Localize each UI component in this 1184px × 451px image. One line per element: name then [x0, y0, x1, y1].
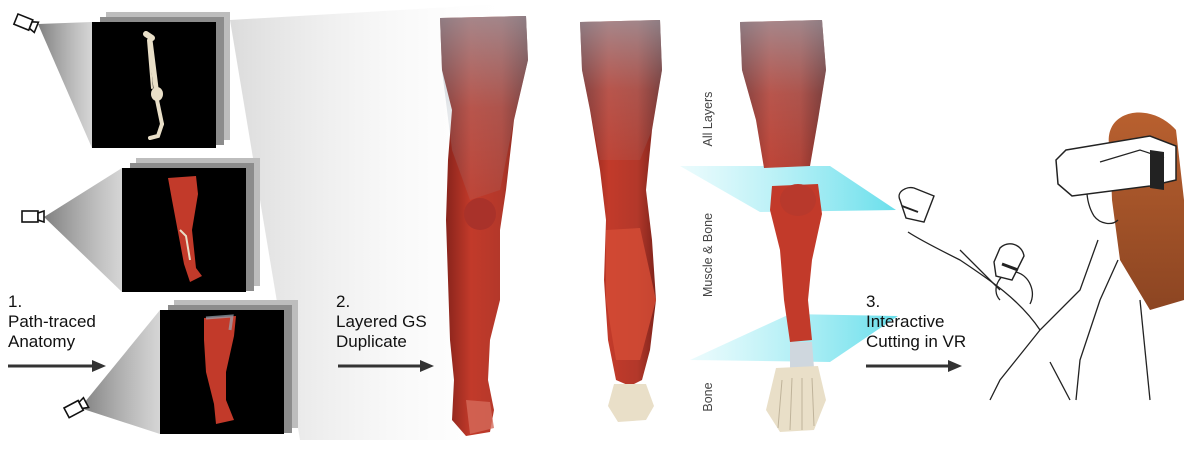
step-2-line2: Duplicate	[336, 332, 427, 352]
arrow-right-icon	[866, 360, 962, 372]
vr-controller-icon	[994, 244, 1024, 280]
image-stack-1	[92, 12, 230, 148]
layer-label-muscle-bone: Muscle & Bone	[701, 213, 715, 297]
step-2-line1: Layered GS	[336, 312, 427, 332]
vr-headset-icon	[1056, 136, 1176, 196]
image-stack-2	[122, 158, 260, 292]
step-3-label: 3. Interactive Cutting in VR	[866, 292, 966, 352]
camera-frustum-1	[38, 22, 92, 148]
step-1-number: 1.	[8, 292, 96, 312]
camera-icon	[64, 398, 89, 418]
image-stack-3	[160, 300, 298, 434]
step-1-line1: Path-traced	[8, 312, 96, 332]
camera-icon	[14, 14, 39, 32]
step-3-line2: Cutting in VR	[866, 332, 966, 352]
layer-label-all: All Layers	[701, 89, 715, 149]
step-1-label: 1. Path-traced Anatomy	[8, 292, 96, 352]
step-3-line1: Interactive	[866, 312, 966, 332]
arrow-right-icon	[8, 360, 106, 372]
step-2-number: 2.	[336, 292, 427, 312]
camera-frustum-2	[44, 168, 122, 292]
gs-leg-back	[580, 20, 662, 422]
vr-controller-icon	[899, 188, 934, 222]
step-1-line2: Anatomy	[8, 332, 96, 352]
layer-label-bone: Bone	[701, 379, 715, 415]
gs-leg-layered	[740, 20, 826, 432]
step-3-number: 3.	[866, 292, 966, 312]
camera-icon	[22, 211, 44, 222]
step-2-label: 2. Layered GS Duplicate	[336, 292, 427, 352]
